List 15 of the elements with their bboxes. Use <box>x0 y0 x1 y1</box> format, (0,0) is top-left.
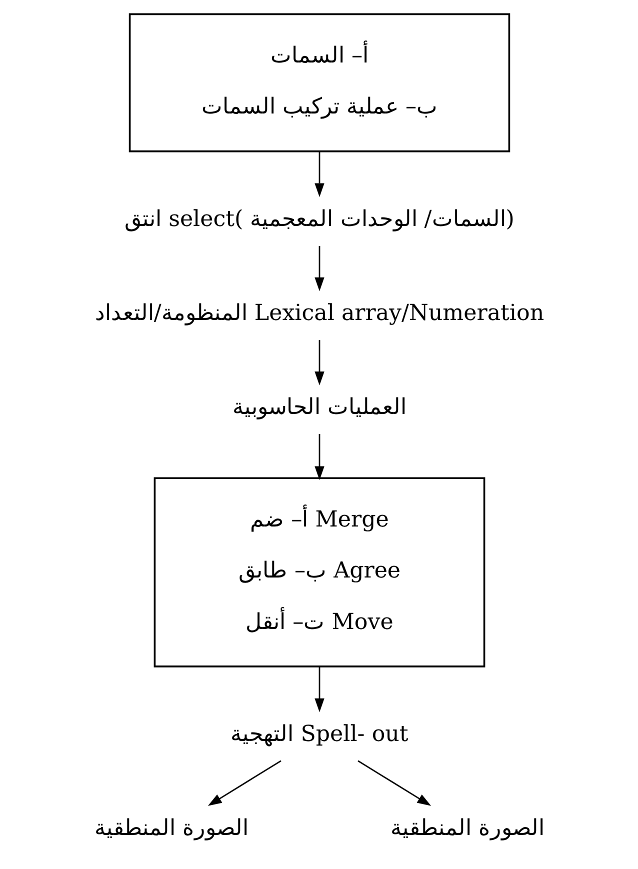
node-text: العمليات الحاسوبية <box>232 394 406 420</box>
arrow <box>314 340 324 386</box>
node-text: الصورة المنطقية <box>390 815 544 842</box>
node-text: انتق select( السمات/ الوحدات المعجمية) <box>124 206 514 232</box>
arrow <box>314 666 324 712</box>
arrow <box>207 760 281 806</box>
arrow <box>357 760 431 806</box>
node-text: المنظومة/التعداد Lexical array/Numeration <box>94 300 544 326</box>
arrow <box>314 246 324 292</box>
arrow <box>314 152 324 198</box>
node-text: التهجية Spell- out <box>230 720 408 747</box>
arrow <box>314 434 324 480</box>
node-box: أ– ضم Merge ب– طابق Agree ت– أنقل Move <box>153 477 485 668</box>
node-text: الصورة المنطقية <box>94 815 248 842</box>
node-box: أ– السمات ب– عملية تركيب السمات <box>128 13 510 152</box>
